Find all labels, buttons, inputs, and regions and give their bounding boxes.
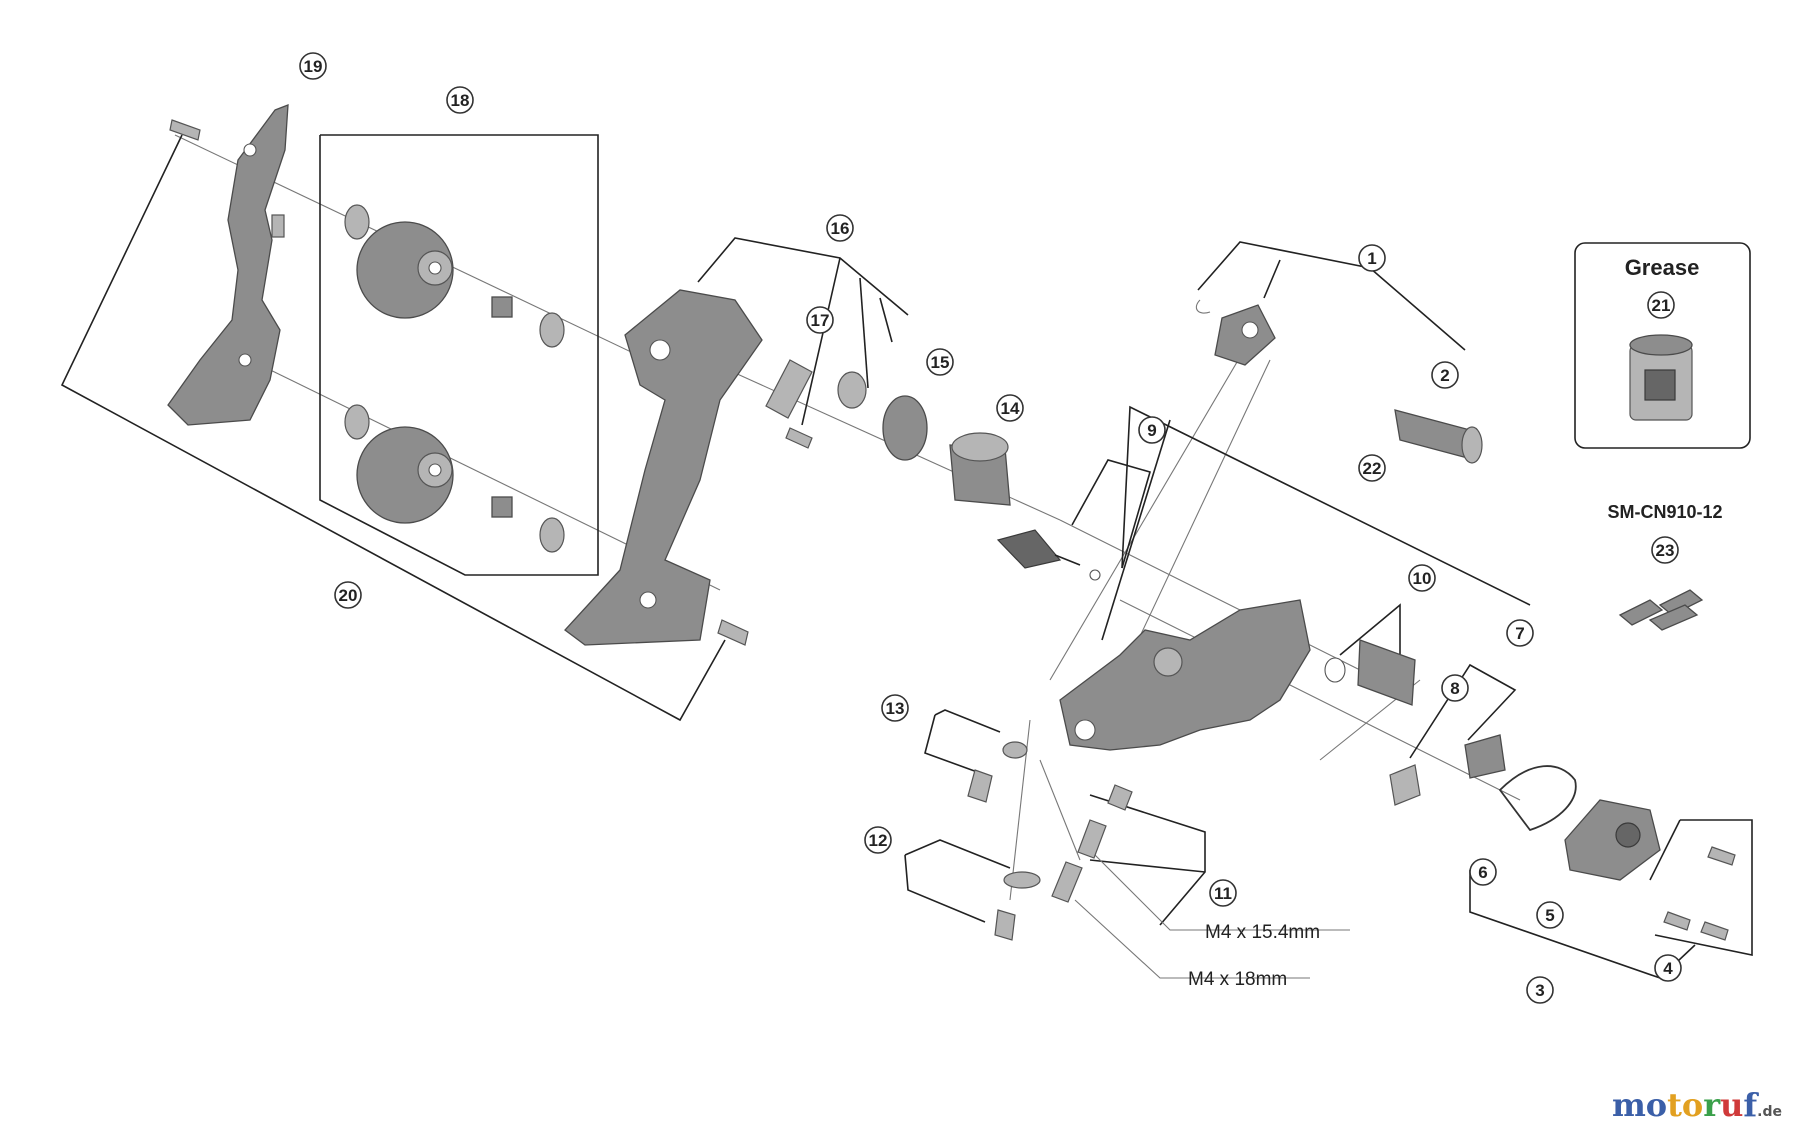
screw-size-m4-18-label: M4 x 18mm (1188, 969, 1287, 990)
svg-text:23: 23 (1656, 541, 1675, 560)
callout-19: 19 (299, 52, 327, 80)
svg-text:20: 20 (339, 586, 358, 605)
callout-6: 6 (1469, 858, 1497, 886)
callout-14: 14 (996, 394, 1024, 422)
svg-text:1: 1 (1367, 249, 1376, 268)
callout-3: 3 (1526, 976, 1554, 1004)
callouts: 1 2 3 4 5 6 7 8 9 10 11 12 13 14 15 16 1… (299, 52, 1682, 1004)
callout-13: 13 (881, 694, 909, 722)
callout-12: 12 (864, 826, 892, 854)
callout-7: 7 (1506, 619, 1534, 647)
svg-text:6: 6 (1478, 863, 1487, 882)
svg-text:7: 7 (1515, 624, 1524, 643)
callout-9: 9 (1138, 416, 1166, 444)
svg-text:19: 19 (304, 57, 323, 76)
svg-text:16: 16 (831, 219, 850, 238)
callout-17: 17 (806, 306, 834, 334)
lower-pulley (344, 404, 565, 553)
callout-8: 8 (1441, 674, 1469, 702)
upper-pulley (344, 204, 565, 348)
svg-text:14: 14 (1001, 399, 1020, 418)
callout-16: 16 (826, 214, 854, 242)
callout-11: 11 (1209, 879, 1237, 907)
svg-text:15: 15 (931, 353, 950, 372)
svg-text:17: 17 (811, 311, 830, 330)
callout-4: 4 (1654, 954, 1682, 982)
svg-text:21: 21 (1652, 296, 1671, 315)
callout-22: 22 (1358, 454, 1386, 482)
svg-text:9: 9 (1147, 421, 1156, 440)
svg-text:4: 4 (1663, 959, 1673, 978)
callout-5: 5 (1536, 901, 1564, 929)
svg-text:2: 2 (1440, 366, 1449, 385)
callout-2: 2 (1431, 361, 1459, 389)
callout-23: 23 (1651, 536, 1679, 564)
main-body (1059, 599, 1311, 751)
svg-text:13: 13 (886, 699, 905, 718)
svg-text:12: 12 (869, 831, 888, 850)
chain-model-label: SM-CN910-12 (1607, 502, 1722, 522)
svg-text:8: 8 (1450, 679, 1459, 698)
parts (167, 104, 1751, 941)
callout-15: 15 (926, 348, 954, 376)
svg-text:18: 18 (451, 91, 470, 110)
screw-size-m4-15-label: M4 x 15.4mm (1205, 922, 1320, 943)
watermark-logo: motoruf.de (1611, 1086, 1782, 1124)
grease-label: Grease (1625, 255, 1700, 280)
svg-text:3: 3 (1535, 981, 1544, 1000)
brackets (60, 134, 1753, 979)
svg-text:22: 22 (1363, 459, 1382, 478)
inner-cage-plate (564, 289, 763, 646)
callout-18: 18 (446, 86, 474, 114)
outer-cage-plate (167, 104, 289, 426)
callout-1: 1 (1358, 244, 1386, 272)
svg-text:10: 10 (1413, 569, 1432, 588)
callout-20: 20 (334, 581, 362, 609)
svg-text:5: 5 (1545, 906, 1554, 925)
callout-10: 10 (1408, 564, 1436, 592)
callout-21: 21 (1647, 291, 1675, 319)
svg-text:11: 11 (1214, 884, 1232, 903)
